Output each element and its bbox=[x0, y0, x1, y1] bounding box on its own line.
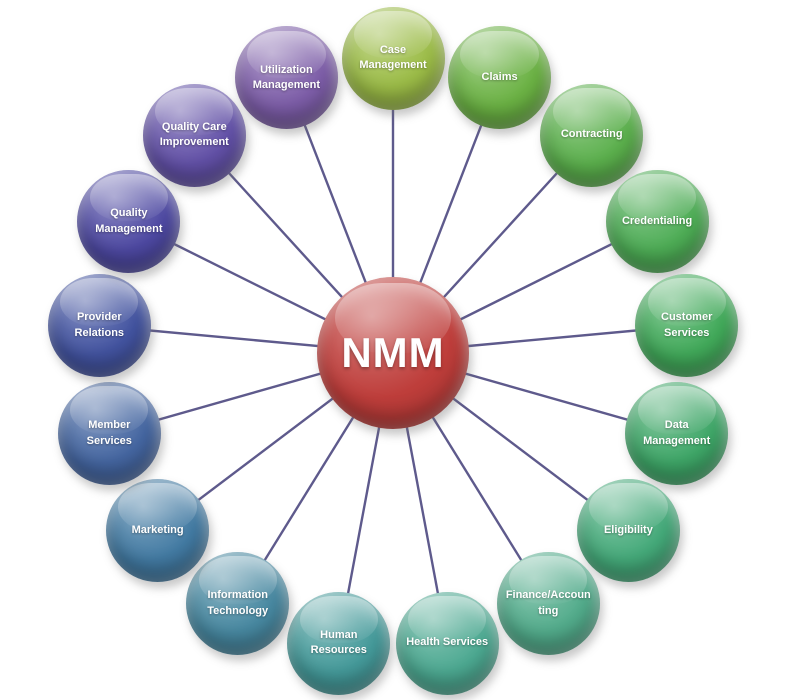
diagram-node-utilization-management: Utilization Management bbox=[234, 26, 338, 130]
center-node-nmm: NMM bbox=[317, 277, 469, 429]
diagram-node-quality-care-improvement: Quality Care Improvement bbox=[142, 83, 246, 187]
diagram-node-data-management: Data Management bbox=[625, 382, 729, 486]
node-label: Member Services bbox=[86, 419, 132, 447]
diagram-node-case-management: Case Management bbox=[341, 6, 445, 110]
diagram-node-quality-management: Quality Management bbox=[77, 170, 181, 273]
node-label: Finance/Accounting bbox=[505, 589, 591, 617]
node-label: Utilization Management bbox=[252, 63, 321, 91]
node-label: Customer Services bbox=[661, 311, 713, 339]
diagram-node-claims: Claims bbox=[448, 26, 552, 130]
diagram-node-provider-relations: Provider Relations bbox=[47, 274, 151, 378]
node-label: Marketing bbox=[131, 524, 184, 537]
node-label: Quality Care Improvement bbox=[159, 120, 229, 148]
node-label: Information Technology bbox=[207, 589, 269, 617]
center-node-label: NMM bbox=[341, 329, 445, 376]
node-label: Contracting bbox=[560, 128, 623, 141]
node-label: Health Services bbox=[406, 636, 489, 649]
node-label: Data Management bbox=[643, 419, 711, 447]
diagram-node-marketing: Marketing bbox=[106, 479, 210, 583]
node-label: Case Management bbox=[359, 43, 427, 71]
node-label: Eligibility bbox=[603, 524, 653, 537]
node-label: Human Resources bbox=[310, 628, 367, 656]
node-label: Provider Relations bbox=[74, 311, 125, 339]
node-label: Quality Management bbox=[95, 207, 163, 235]
node-label: Credentialing bbox=[621, 214, 693, 227]
diagram-node-information-technology: Information Technology bbox=[186, 552, 290, 656]
diagram-node-health-services: Health Services bbox=[395, 591, 499, 695]
diagram-node-credentialing: Credentialing bbox=[605, 170, 709, 273]
diagram-node-eligibility: Eligibility bbox=[576, 479, 680, 583]
diagram-node-human-resources: Human Resources bbox=[287, 591, 391, 695]
diagram-node-customer-services: Customer Services bbox=[635, 274, 739, 378]
node-label: Claims bbox=[481, 71, 518, 84]
diagram-node-member-services: Member Services bbox=[57, 382, 161, 486]
diagram-node-contracting: Contracting bbox=[540, 83, 644, 187]
diagram-node-finance-accounting: Finance/Accounting bbox=[496, 552, 600, 656]
